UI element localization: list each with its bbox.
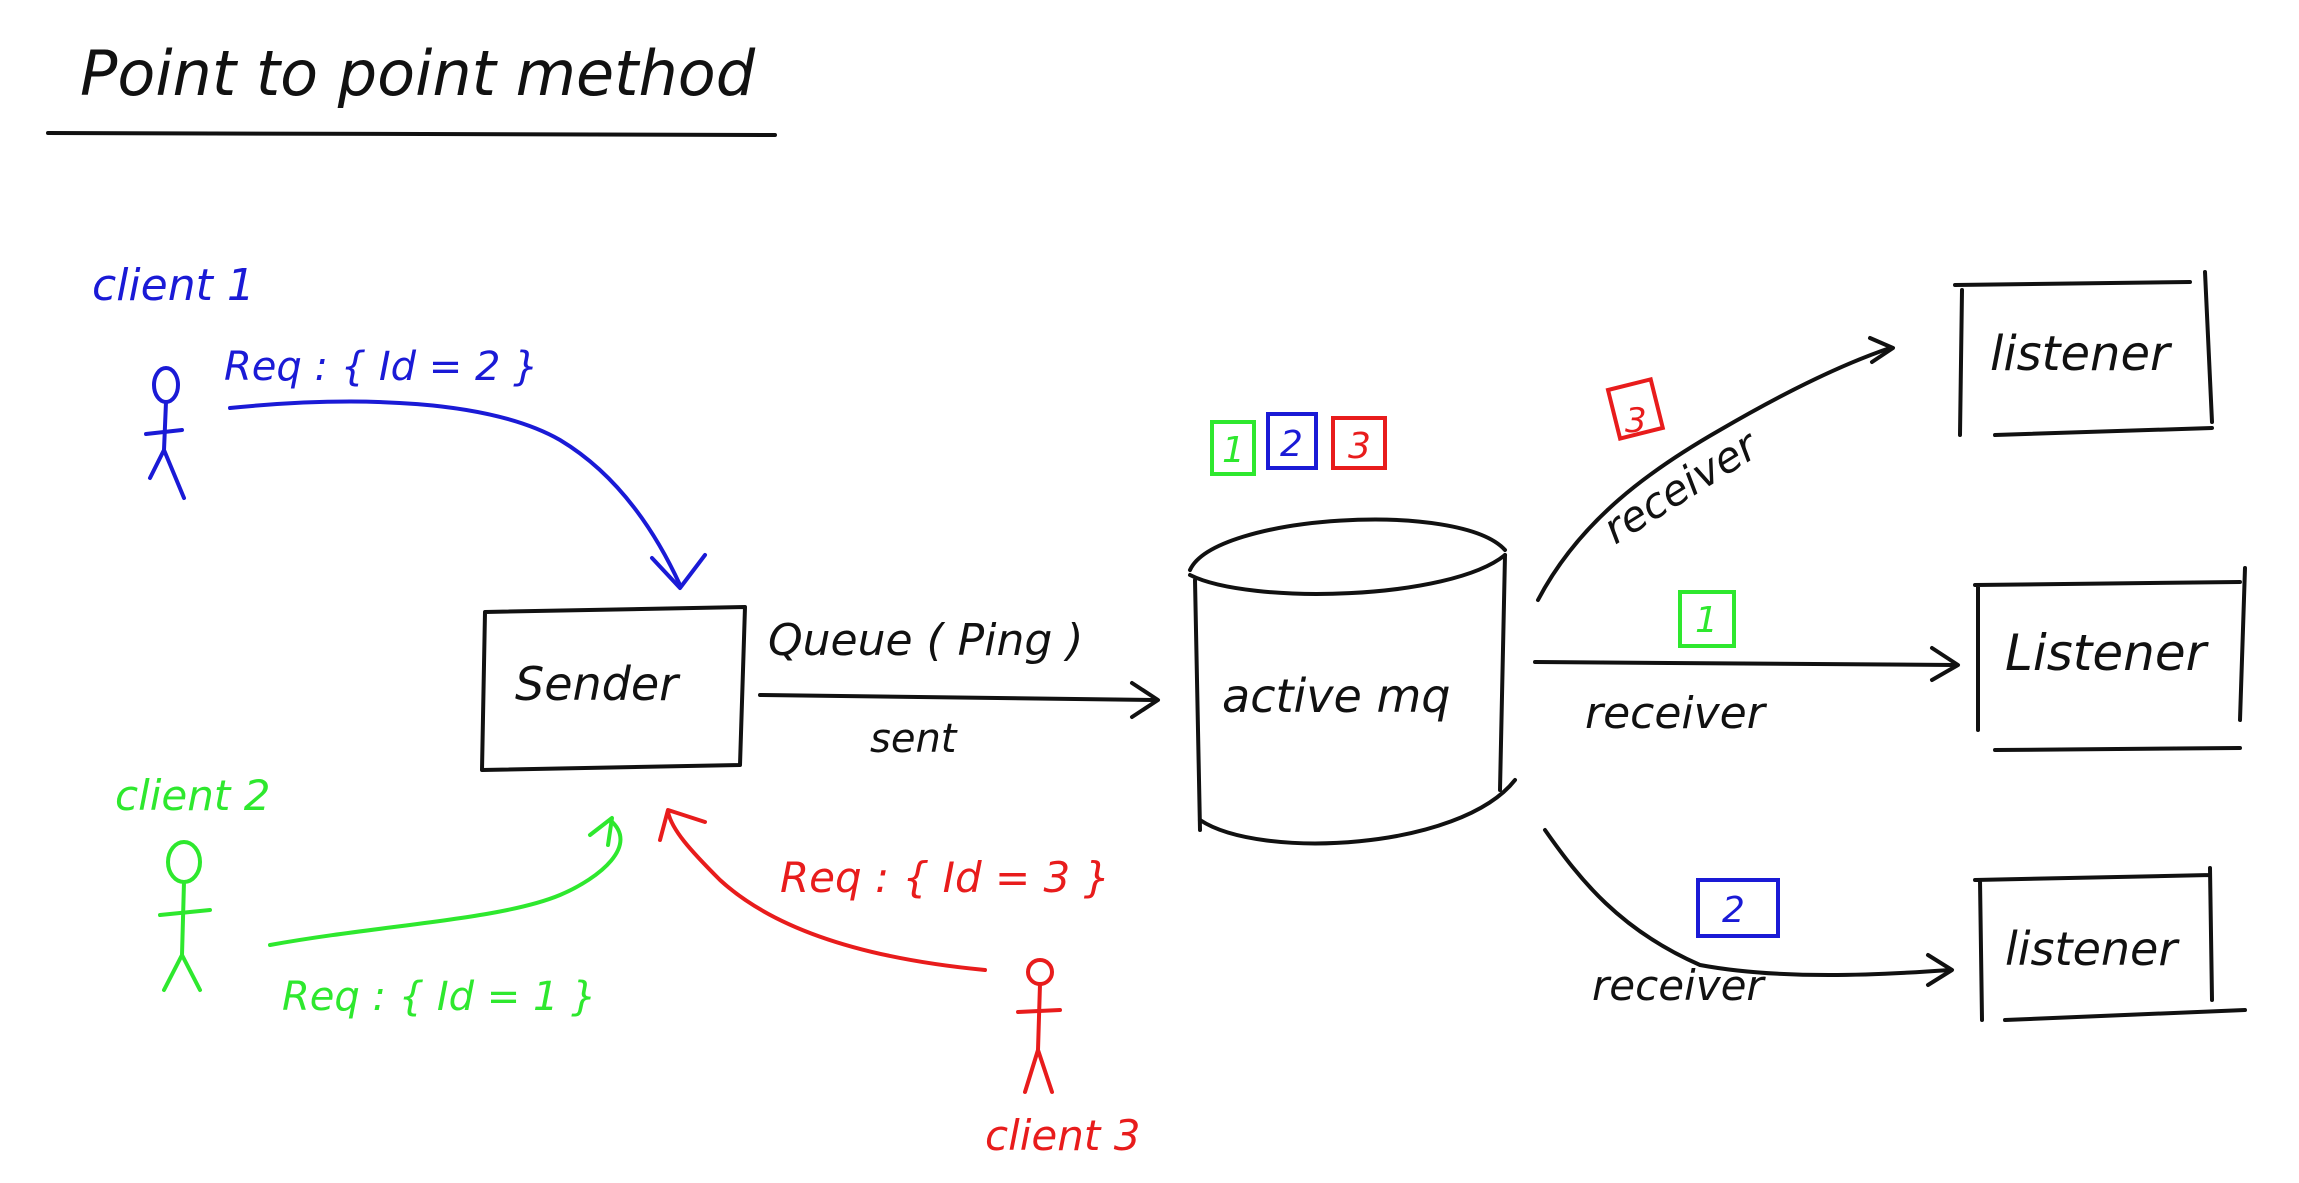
- client-2-request: Req : { Id = 1 }: [282, 974, 597, 1020]
- queue-item-2-box: [1266, 412, 1318, 470]
- route-2-message: 1: [1695, 600, 1718, 641]
- client-1-label: client 1: [92, 260, 255, 311]
- client-2-arrowhead: [588, 816, 614, 847]
- sent-label: sent: [870, 716, 958, 762]
- broker-label: active mq: [1222, 669, 1450, 723]
- route-2-label: receiver: [1585, 688, 1768, 739]
- route-3-label: receiver: [1592, 961, 1766, 1010]
- sender-label: Sender: [515, 657, 681, 711]
- route-3-arrowhead: [1926, 953, 1954, 987]
- route-1-message-box: [1605, 376, 1666, 441]
- listener-3-box: [1973, 866, 2247, 1022]
- diagram-title: Point to point method: [80, 37, 756, 110]
- client-1-arrow: [228, 399, 682, 587]
- listener-2-box: [1973, 566, 2247, 752]
- client-3-arrow: [666, 810, 987, 972]
- listener-3-label: listener: [2005, 922, 2180, 976]
- sender-to-broker-arrow: [758, 693, 1157, 702]
- queue-label: Queue ( Ping ): [768, 615, 1083, 666]
- queue-item-3: 3: [1348, 426, 1371, 467]
- queue-item-3-box: [1331, 416, 1387, 470]
- route-2-arrow: [1533, 660, 1957, 667]
- route-2-arrowhead: [1930, 646, 1960, 682]
- client-3-label: client 3: [985, 1111, 1140, 1160]
- queue-item-1-box: [1210, 420, 1256, 476]
- client-1-arrowhead: [650, 553, 707, 590]
- queue-item-2: 2: [1280, 424, 1303, 465]
- route-2-message-box: [1678, 590, 1736, 648]
- sender-box: [480, 605, 747, 772]
- route-1-arrow: [1536, 346, 1892, 602]
- client-3-request: Req : { Id = 3 }: [780, 853, 1110, 902]
- client-2-arrow: [268, 818, 623, 947]
- queue-item-1: 1: [1222, 430, 1245, 471]
- client-1-request: Req : { Id = 2 }: [224, 344, 539, 390]
- route-3-message-box: [1696, 878, 1780, 938]
- route-3-message: 2: [1722, 890, 1745, 931]
- client-3-stick-figure-icon: [1016, 958, 1062, 1094]
- title-underline: [46, 131, 777, 137]
- database-cylinder-icon: [1188, 517, 1517, 846]
- sender-to-broker-arrowhead: [1130, 681, 1160, 719]
- listener-2-label: Listener: [2005, 624, 2210, 682]
- client-2-stick-figure-icon: [158, 840, 212, 992]
- route-1-arrowhead: [1868, 336, 1895, 364]
- client-1-stick-figure-icon: [144, 366, 186, 500]
- route-1-message: 3: [1625, 401, 1647, 441]
- client-2-label: client 2: [115, 771, 270, 820]
- client-3-arrowhead: [658, 808, 707, 842]
- listener-1-label: listener: [1990, 326, 2173, 382]
- route-3-arrow: [1543, 828, 1952, 977]
- listener-1-box: [1953, 270, 2214, 437]
